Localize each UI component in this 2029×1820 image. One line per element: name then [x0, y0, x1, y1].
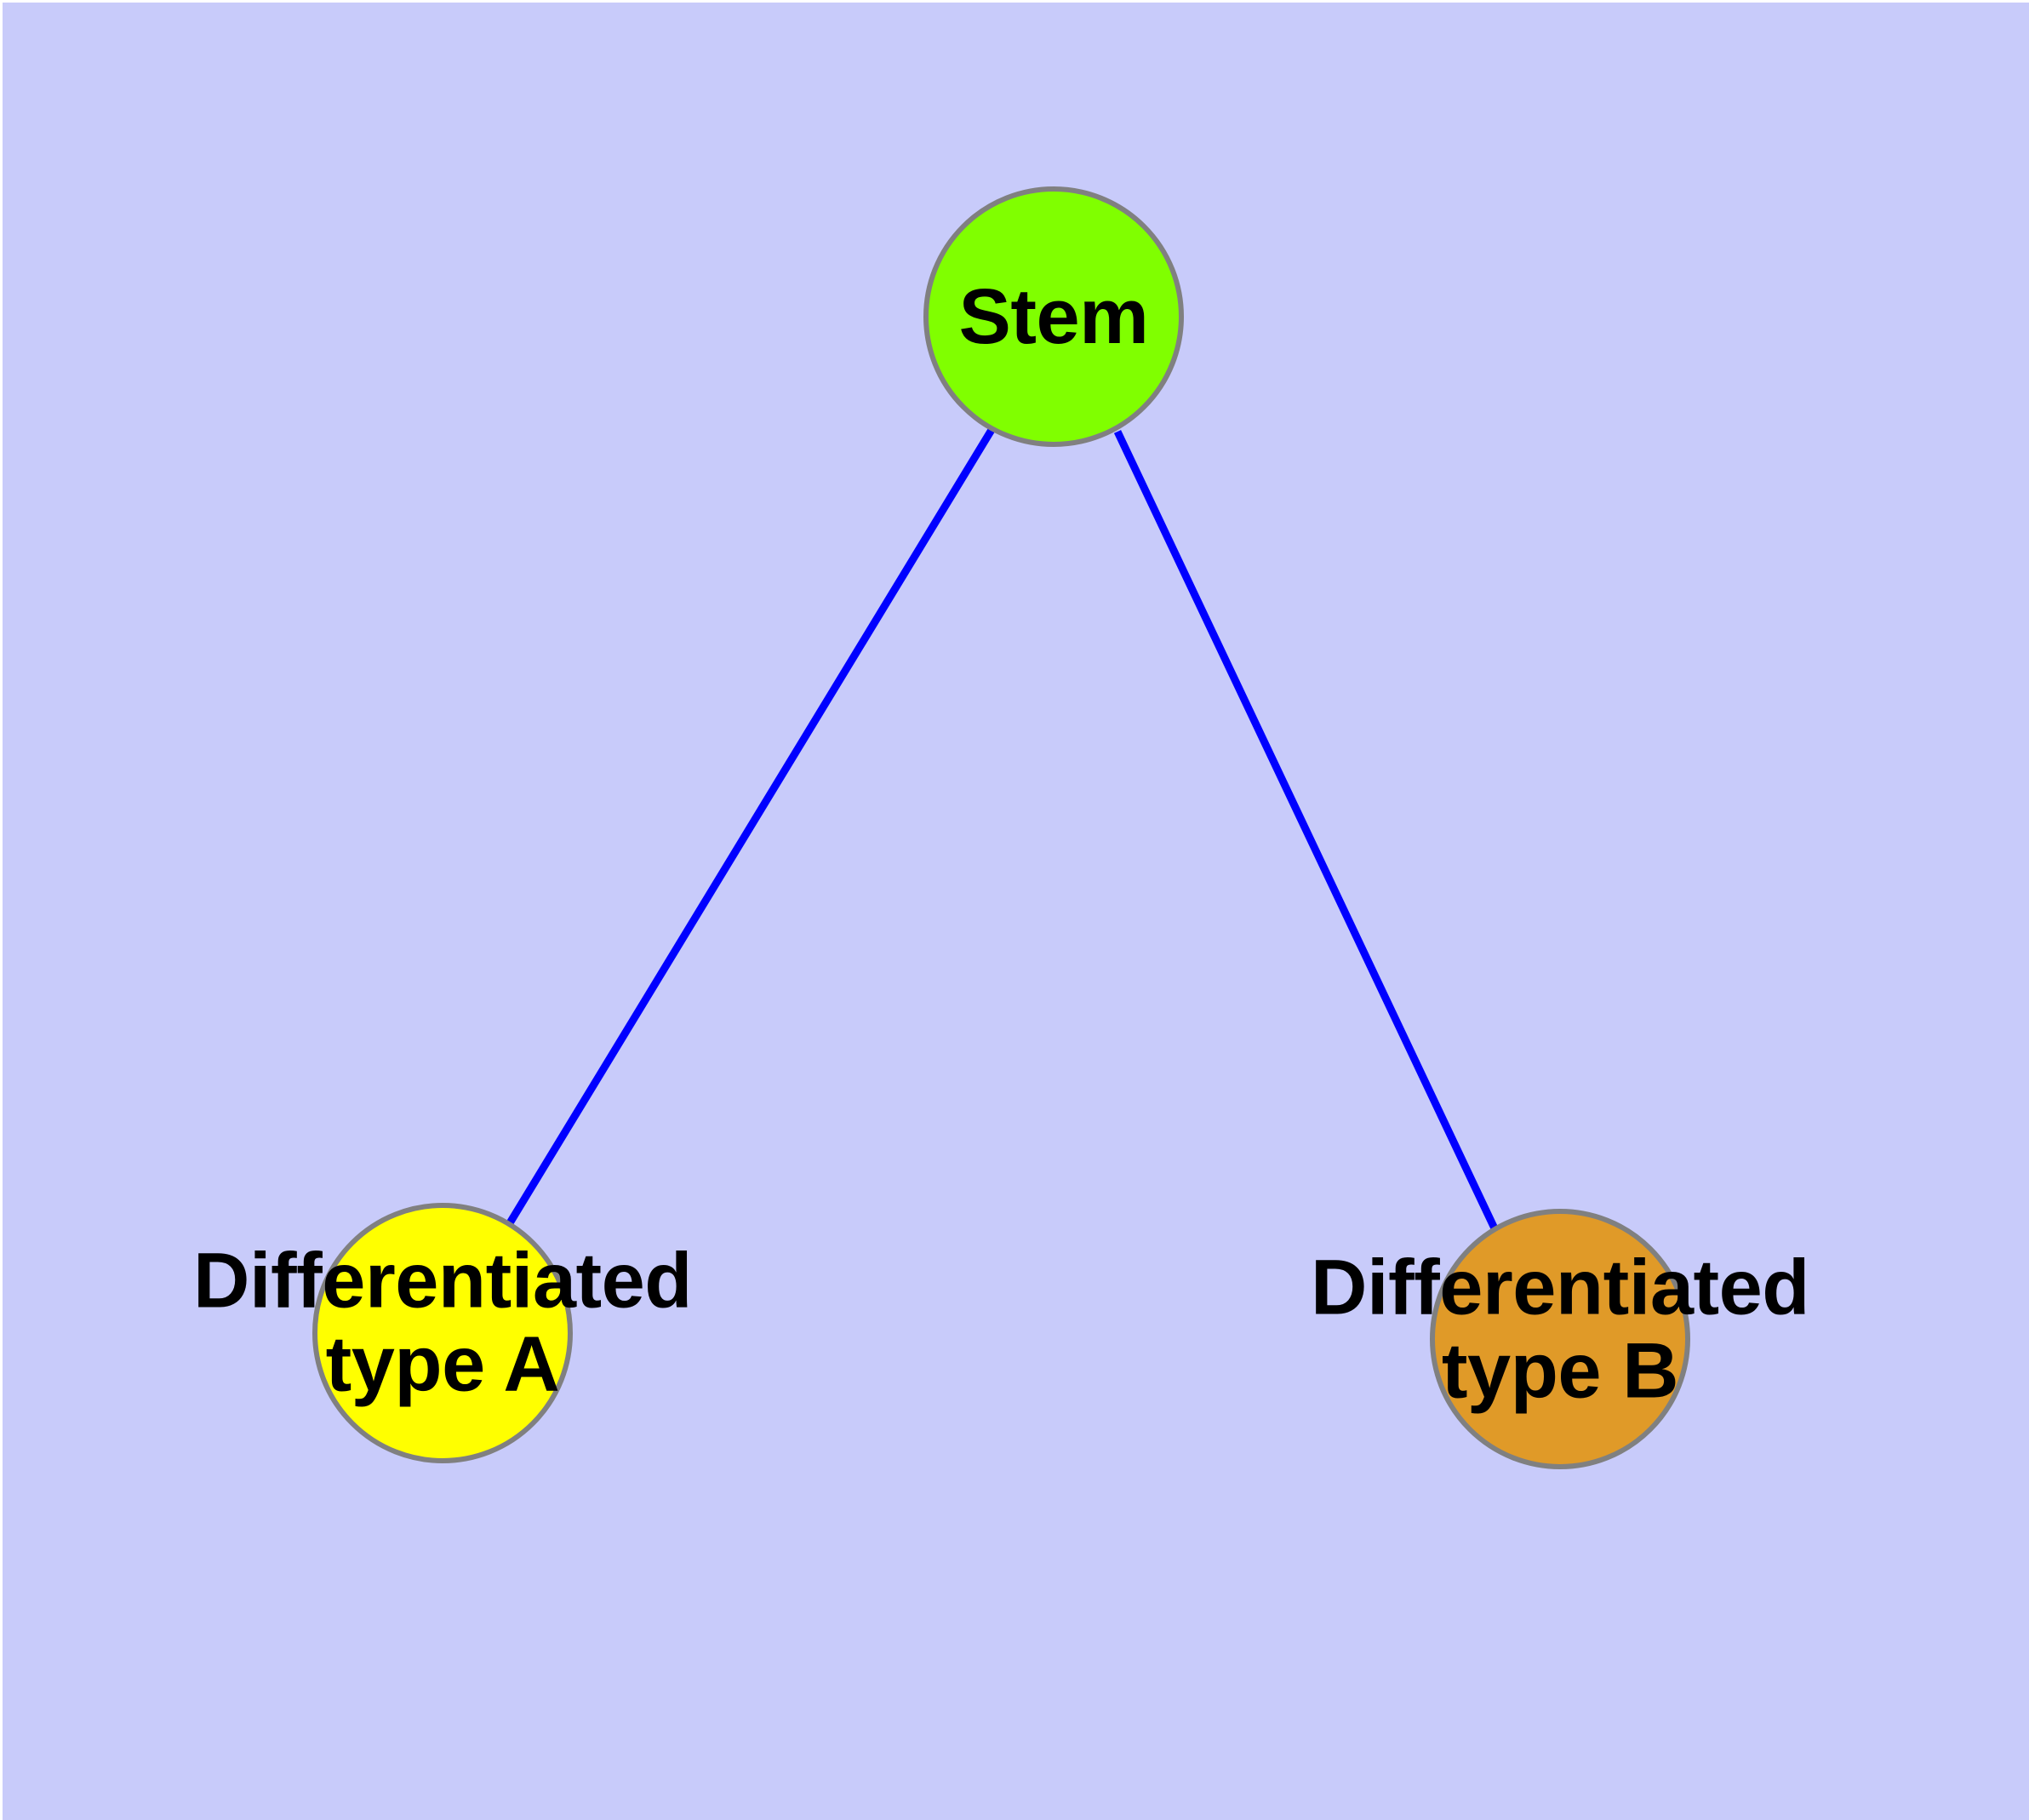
node-stem[interactable] [923, 186, 1184, 447]
edge-stem-to-differentiated-type-b [1113, 430, 1499, 1230]
node-layer [312, 186, 1690, 1469]
edge-stem-to-differentiated-type-a [505, 427, 995, 1228]
node-differentiated-type-a[interactable] [312, 1203, 573, 1463]
node-differentiated-type-b[interactable] [1430, 1209, 1690, 1469]
edge-layer [505, 427, 1499, 1230]
